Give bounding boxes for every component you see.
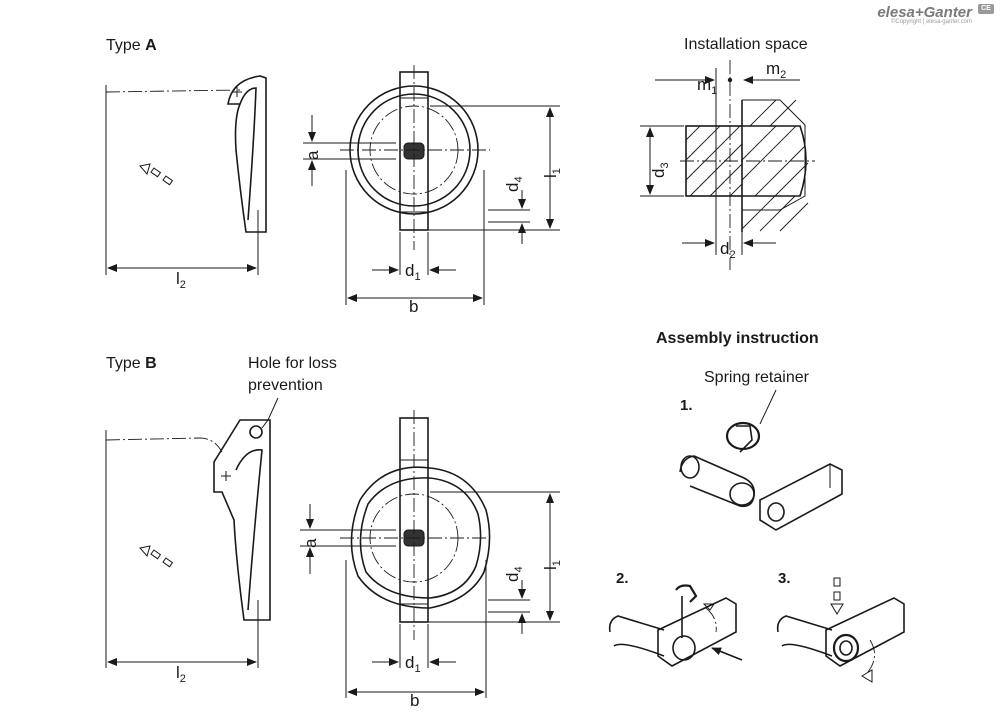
dim-d1-type-b: d1 — [405, 653, 421, 675]
dim-d1-type-a: d1 — [405, 261, 421, 283]
type-a-front-view: l1 a d4 d1 b — [303, 65, 563, 316]
spring-retainer-label: Spring retainer — [704, 369, 810, 386]
installation-title: Installation space — [684, 36, 808, 53]
dim-m2: m2 — [766, 59, 786, 81]
step-3-number: 3. — [778, 570, 791, 587]
step-1-number: 1. — [680, 397, 693, 414]
dim-l2-type-a: l2 — [176, 269, 186, 291]
dim-a-type-b: a — [301, 538, 320, 548]
installation-space-view: m1 m2 d3 — [640, 59, 815, 270]
brand-logo: elesa+Ganter ©Copyright | elesa-ganter.c… — [877, 4, 972, 25]
dim-d4-type-a: d4 — [503, 176, 525, 192]
dim-l1-type-b: l1 — [541, 560, 563, 570]
dim-l2-type-b: l2 — [176, 663, 186, 685]
assembly-step-3: 3. — [776, 570, 905, 683]
brand-name: elesa+Ganter — [877, 4, 972, 21]
type-b-label: Type B — [106, 355, 157, 372]
dim-a-type-a: a — [303, 150, 322, 160]
hole-note-line2: prevention — [248, 377, 323, 394]
dim-l1-type-a: l1 — [541, 168, 563, 178]
push-arrow-icon — [830, 577, 844, 615]
dim-d3: d3 — [649, 162, 671, 178]
type-a-side-view: l2 — [105, 75, 267, 291]
assembly-step-1: 1. — [679, 389, 843, 531]
type-a-label: Type A — [106, 37, 157, 54]
dim-b-type-b: b — [410, 691, 419, 710]
dim-b-type-a: b — [409, 297, 418, 316]
rotation-arrow-icon — [139, 545, 174, 568]
dim-m1: m1 — [697, 75, 717, 97]
step-2-number: 2. — [616, 570, 629, 587]
hole-note-line1: Hole for loss — [248, 355, 337, 372]
ce-badge: CE — [978, 4, 994, 14]
dim-d4-type-b: d4 — [503, 566, 525, 582]
type-b-side-view: l2 — [105, 419, 271, 685]
assembly-title: Assembly instruction — [656, 330, 819, 347]
dim-d2: d2 — [720, 239, 736, 261]
assembly-step-2: 2. — [608, 570, 743, 667]
type-b-front-view: l1 a d4 d1 b — [300, 410, 563, 710]
brand-copyright: ©Copyright | elesa-ganter.com — [890, 19, 972, 25]
rotation-arrow-icon — [139, 163, 174, 186]
